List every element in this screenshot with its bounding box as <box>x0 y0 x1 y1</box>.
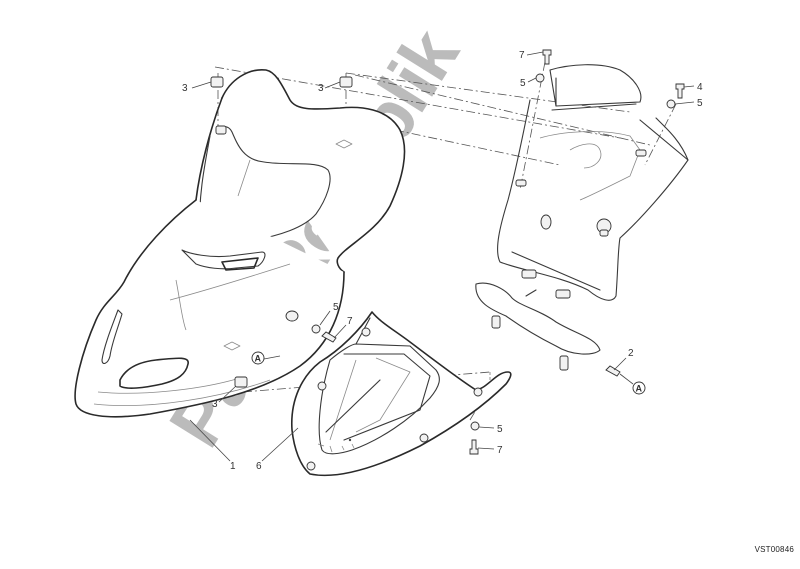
callout-5: 5 <box>697 98 703 109</box>
callout-7: 7 <box>497 445 503 456</box>
svg-text:A: A <box>255 354 262 364</box>
reference-marker-a <box>632 381 646 395</box>
screw-icon <box>542 49 552 65</box>
svg-text:A: A <box>636 384 643 394</box>
part-1-headlight-fairing <box>74 69 406 418</box>
callout-6: 6 <box>256 461 262 472</box>
hardware <box>210 49 685 455</box>
screw-icon <box>321 331 337 343</box>
leader-lines <box>189 51 695 462</box>
callout-5: 5 <box>497 424 503 435</box>
screw-icon <box>469 439 479 455</box>
headlight-bracket <box>475 64 689 371</box>
callout-5: 5 <box>333 302 339 313</box>
callout-3: 3 <box>318 83 324 94</box>
reference-markers: A A <box>251 351 646 395</box>
reference-marker-a <box>251 351 265 365</box>
washer-icon <box>470 421 480 431</box>
callout-2: 2 <box>628 348 634 359</box>
callout-3: 3 <box>212 399 218 410</box>
callout-3: 3 <box>182 83 188 94</box>
callout-4: 4 <box>697 82 703 93</box>
clip-nut-icon <box>339 76 353 88</box>
screw-icon <box>675 83 685 99</box>
washer-icon <box>311 324 321 334</box>
washer-icon <box>666 99 676 109</box>
callout-5: 5 <box>520 78 526 89</box>
callouts: 3 3 7 5 4 5 5 7 2 3 5 7 1 6 <box>182 50 703 472</box>
drawing-code: VST00846 <box>754 545 794 554</box>
callout-7: 7 <box>347 316 353 327</box>
part-6-inner-panel <box>291 311 512 477</box>
callout-7: 7 <box>519 50 525 61</box>
bolt-icon <box>605 365 621 377</box>
clip-nut-icon <box>210 76 224 88</box>
callout-1: 1 <box>230 461 236 472</box>
clip-nut-icon <box>234 376 248 388</box>
washer-icon <box>535 73 545 83</box>
